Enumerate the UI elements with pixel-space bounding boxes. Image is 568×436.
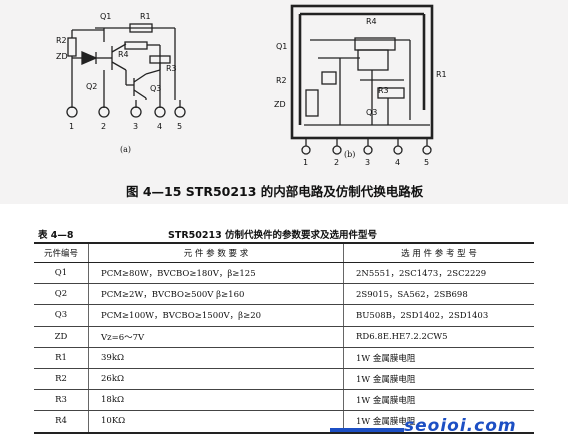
table-row: R4 10KΩ 1W 金属膜电阻: [34, 410, 534, 434]
label-r2: R2: [56, 36, 67, 45]
cell-component: ZD: [34, 326, 89, 348]
label-r3: R3: [166, 64, 177, 73]
cell-requirement: 10KΩ: [88, 410, 344, 434]
cell-model: 1W 金属膜电阻: [343, 410, 534, 434]
table-row: Q1 PCM≥80W，BVCBO≥180V，β≥125 2N5551，2SC14…: [34, 262, 534, 285]
cell-component: Q3: [34, 304, 89, 327]
table-row: R2 26kΩ 1W 金属膜电阻: [34, 368, 534, 391]
label-r4: R4: [118, 50, 129, 59]
table-row: Q2 PCM≥2W，BVCBO≥500V β≥160 2S9015，SA562，…: [34, 283, 534, 306]
cell-requirement: PCM≥80W，BVCBO≥180V，β≥125: [88, 262, 344, 285]
table-row: Q3 PCM≥100W，BVCBO≥1500V，β≥20 BU508B，2SD1…: [34, 304, 534, 327]
table-row: R3 18kΩ 1W 金属膜电阻: [34, 389, 534, 412]
table-row: ZD Vz=6～7V RD6.8E.HE7.2.2CW5: [34, 326, 534, 348]
table-header-row: 元件编号 元 件 参 数 要 求 选 用 件 参 考 型 号: [34, 242, 534, 263]
header-reference-models: 选 用 件 参 考 型 号: [343, 242, 534, 263]
cell-requirement: PCM≥100W，BVCBO≥1500V，β≥20: [88, 304, 344, 327]
cell-component: Q1: [34, 262, 89, 285]
label-b-r3: R3: [378, 86, 389, 95]
figure-panel: Q1 R1 R2 R4 ZD R3 Q2 Q3 1 2 3 4 5 (a) R4…: [0, 0, 568, 204]
label-r1: R1: [140, 12, 151, 21]
pin-b-label-1: 1: [303, 158, 309, 167]
cell-component: R4: [34, 410, 89, 434]
subfigure-label-b: (b): [344, 150, 356, 159]
watermark-logo: seoioi.com: [404, 416, 517, 436]
cell-component: R1: [34, 347, 89, 369]
cell-component: Q2: [34, 283, 89, 306]
cell-requirement: Vz=6～7V: [88, 326, 344, 348]
cell-requirement: 18kΩ: [88, 389, 344, 412]
label-b-r1: R1: [436, 70, 447, 79]
circuit-diagram-a: [66, 4, 434, 155]
label-b-r4: R4: [366, 17, 377, 26]
table-number: 表 4—8: [38, 230, 74, 241]
pin-b-label-5: 5: [424, 158, 430, 167]
label-q1: Q1: [100, 12, 112, 21]
pin-label-4: 4: [157, 122, 163, 131]
cell-requirement: 39kΩ: [88, 347, 344, 369]
pin-label-5: 5: [177, 122, 183, 131]
header-parameter-requirements: 元 件 参 数 要 求: [88, 242, 344, 263]
cell-model: 1W 金属膜电阻: [343, 347, 534, 369]
cell-component: R3: [34, 389, 89, 412]
figure-caption: 图 4—15 STR50213 的内部电路及仿制代换电路板: [126, 184, 424, 199]
cell-model: 2N5551，2SC1473，2SC2229: [343, 262, 534, 285]
label-zd: ZD: [56, 52, 68, 61]
pin-label-3: 3: [133, 122, 139, 131]
cell-model: 1W 金属膜电阻: [343, 368, 534, 391]
cell-requirement: 26kΩ: [88, 368, 344, 391]
label-q3: Q3: [150, 84, 162, 93]
cell-component: R2: [34, 368, 89, 391]
watermark-bar: [330, 428, 404, 432]
cell-requirement: PCM≥2W，BVCBO≥500V β≥160: [88, 283, 344, 306]
pin-label-2: 2: [101, 122, 107, 131]
parameter-table: 元件编号 元 件 参 数 要 求 选 用 件 参 考 型 号 Q1 PCM≥80…: [34, 242, 534, 434]
pin-b-label-4: 4: [395, 158, 401, 167]
cell-model: RD6.8E.HE7.2.2CW5: [343, 326, 534, 348]
table-row: R1 39kΩ 1W 金属膜电阻: [34, 347, 534, 369]
pin-label-1: 1: [69, 122, 75, 131]
label-q2: Q2: [86, 82, 98, 91]
label-b-q1: Q1: [276, 42, 288, 51]
label-b-r2: R2: [276, 76, 287, 85]
pin-b-label-3: 3: [365, 158, 371, 167]
subfigure-label-a: (a): [120, 145, 132, 154]
pin-b-label-2: 2: [334, 158, 340, 167]
table-title: STR50213 仿制代换件的参数要求及选用件型号: [168, 230, 377, 241]
label-b-q3: Q3: [366, 108, 378, 117]
cell-model: 1W 金属膜电阻: [343, 389, 534, 412]
label-b-zd: ZD: [274, 100, 286, 109]
cell-model: BU508B，2SD1402，2SD1403: [343, 304, 534, 327]
cell-model: 2S9015，SA562，2SB698: [343, 283, 534, 306]
header-component-id: 元件编号: [34, 242, 89, 263]
